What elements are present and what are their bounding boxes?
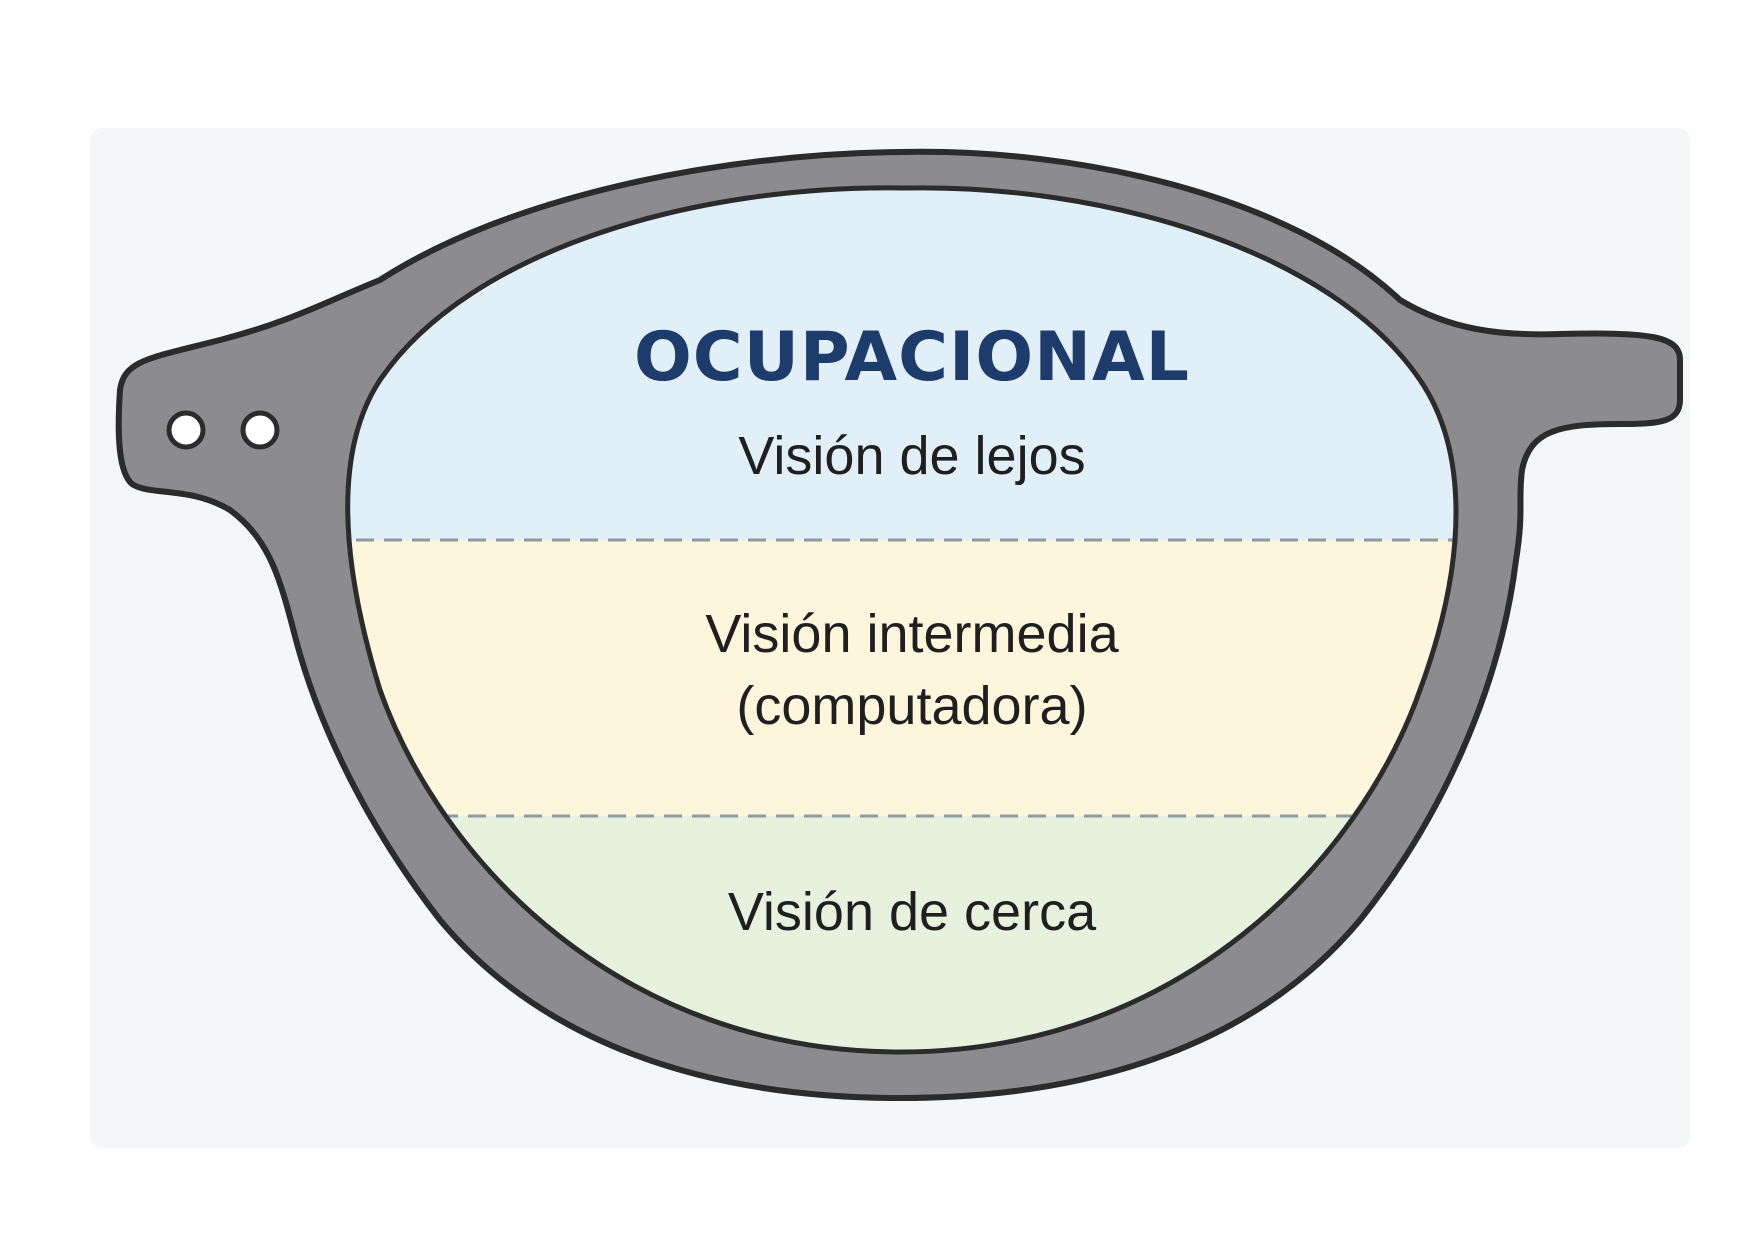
zone-intermediate-label-line2: (computadora) [736,676,1087,736]
lens-title: OCUPACIONAL [634,318,1190,397]
zone-intermediate-label-line1: Visión intermedia [705,604,1119,664]
zone-far-label: Visión de lejos [738,426,1085,486]
hinge-hole-icon [166,410,206,450]
zone-near-label: Visión de cerca [728,882,1097,942]
hinge-hole-icon [240,410,280,450]
zone-intermediate-fill [347,540,1457,816]
lens-outline [345,185,1459,1055]
